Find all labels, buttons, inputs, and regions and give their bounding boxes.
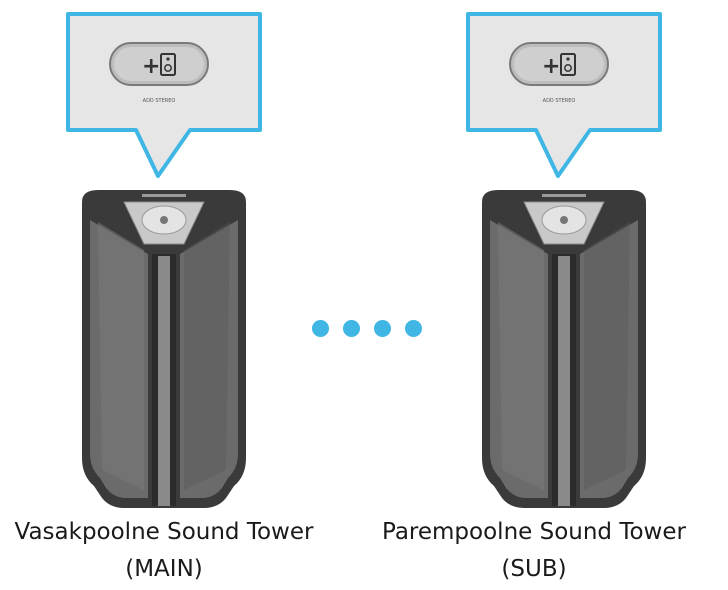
tower-role-left: (MAIN)	[125, 555, 203, 582]
speaker-icon	[160, 53, 176, 76]
speaker-icon	[560, 53, 576, 76]
add-stereo-button[interactable]: +	[109, 42, 209, 86]
connection-dot	[405, 320, 422, 337]
add-glyph: +	[142, 54, 160, 79]
add-stereo-callout: + ADD STEREO	[466, 12, 662, 178]
tower-label-left: Vasakpoolne Sound Tower	[14, 519, 314, 545]
connection-dot	[343, 320, 360, 337]
sound-tower-right	[482, 190, 646, 508]
add-glyph: +	[542, 54, 560, 79]
add-stereo-callout: + ADD STEREO	[66, 12, 262, 178]
connection-dots	[300, 318, 430, 342]
add-stereo-button[interactable]: +	[509, 42, 609, 86]
tower-caption-left: Vasakpoolne Sound Tower (MAIN)	[0, 514, 384, 588]
tower-label-right: Parempoolne Sound Tower	[382, 519, 686, 545]
connection-dot	[312, 320, 329, 337]
tower-role-right: (SUB)	[501, 555, 567, 582]
connection-dot	[374, 320, 391, 337]
add-stereo-caption: ADD STEREO	[143, 98, 176, 104]
add-stereo-caption: ADD STEREO	[543, 98, 576, 104]
tower-caption-right: Parempoolne Sound Tower (SUB)	[344, 514, 724, 588]
sound-tower-left	[82, 190, 246, 508]
